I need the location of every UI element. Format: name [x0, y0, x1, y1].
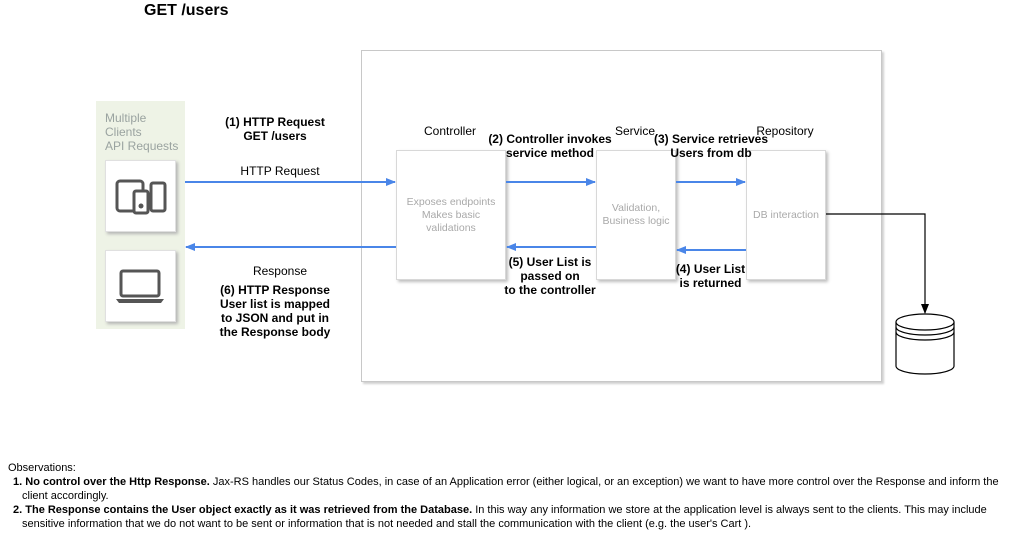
repository-box: DB interaction	[746, 150, 826, 280]
observation-item: 2. The Response contains the User object…	[8, 503, 1018, 531]
clients-label: Multiple Clients API Requests	[105, 111, 185, 153]
step1-line: GET /users	[243, 129, 307, 143]
devices-icon	[115, 179, 167, 215]
observation-bold: The Response contains the User object ex…	[25, 504, 473, 516]
response-label: Response	[252, 264, 308, 278]
devices-tile	[105, 160, 176, 232]
step4-line: (4) User List	[675, 262, 746, 276]
step5-label: (5) User List is passed on to the contro…	[500, 255, 600, 297]
step5-line: passed on	[520, 269, 580, 283]
observations: Observations: 1. No control over the Htt…	[8, 461, 1018, 531]
controller-header: Controller	[423, 124, 477, 138]
observation-item: 1. No control over the Http Response. Ja…	[8, 475, 1018, 503]
observation-number: 1.	[13, 476, 23, 488]
step6-label: (6) HTTP Response User list is mapped to…	[205, 283, 345, 339]
repository-header: Repository	[756, 124, 814, 138]
laptop-icon	[116, 269, 164, 303]
clients-label-line: API Requests	[105, 139, 179, 153]
service-body-line: Validation,	[611, 202, 661, 214]
laptop-tile	[105, 250, 176, 322]
controller-body-line: Exposes endpoints	[406, 195, 496, 208]
step6-line: (6) HTTP Response	[220, 283, 330, 297]
step3-label: (3) Service retrieves Users from db	[650, 132, 772, 160]
step1-line: (1) HTTP Request	[225, 115, 325, 129]
connector-repository-to-database	[826, 213, 929, 314]
clients-label-line: Clients	[105, 125, 142, 139]
repository-body-line: DB interaction	[753, 208, 819, 221]
observation-bold: No control over the Http Response.	[25, 476, 210, 488]
service-header: Service	[614, 124, 655, 138]
observations-heading: Observations:	[8, 462, 76, 474]
step1-label: (1) HTTP Request GET /users	[205, 115, 345, 143]
http-request-label: HTTP Request	[240, 164, 320, 178]
step3-line: (3) Service retrieves	[653, 132, 769, 146]
service-box: Validation, Business logic	[596, 150, 676, 280]
page-title: GET /users	[144, 2, 229, 19]
step4-label: (4) User List is returned	[668, 262, 753, 290]
controller-box: Exposes endpoints Makes basic validation…	[396, 150, 506, 280]
service-body-line: Business logic	[602, 215, 670, 227]
observation-text: In this way any information we store at …	[22, 504, 987, 530]
step5-line: (5) User List is	[508, 255, 592, 269]
controller-body-line: Makes basic	[421, 208, 481, 221]
step3-line: Users from db	[670, 146, 752, 160]
observation-text: Jax-RS handles our Status Codes, in case…	[22, 476, 999, 502]
step5-line: to the controller	[504, 283, 596, 297]
observation-number: 2.	[13, 504, 23, 516]
step6-line: to JSON and put in	[221, 311, 329, 325]
step2-line: service method	[505, 146, 595, 160]
clients-label-line: Multiple	[105, 111, 147, 125]
step2-label: (2) Controller invokes service method	[485, 132, 615, 160]
step6-line: the Response body	[219, 325, 331, 339]
step2-line: (2) Controller invokes	[488, 132, 612, 146]
controller-body-line: validations	[426, 221, 476, 234]
step6-line: User list is mapped	[219, 297, 331, 311]
database-icon	[895, 313, 955, 375]
step4-line: is returned	[679, 276, 742, 290]
